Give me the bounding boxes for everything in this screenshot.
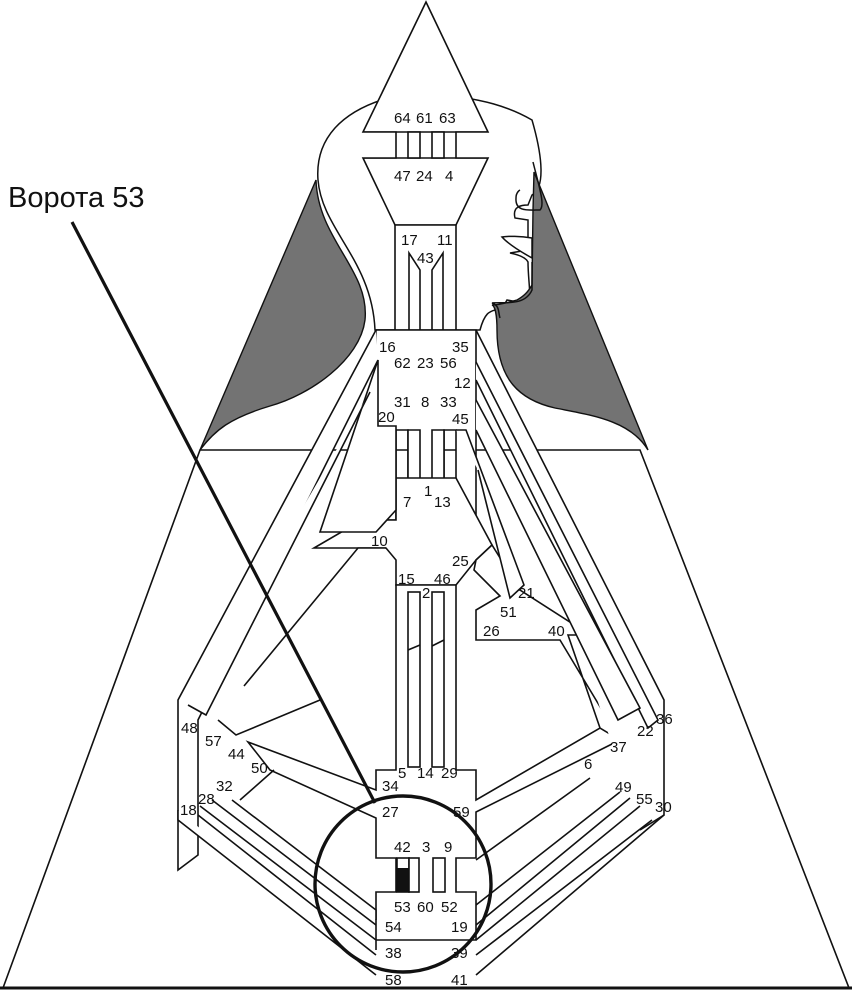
face-nose (515, 161, 543, 211)
gate-37: 37 (610, 739, 627, 756)
gate-1: 1 (424, 483, 432, 500)
gate-63: 63 (439, 110, 456, 127)
gate-28: 28 (198, 791, 215, 808)
gate-49: 49 (615, 779, 632, 796)
gate-43: 43 (417, 250, 434, 267)
gate-2: 2 (422, 585, 430, 602)
channel-20-57 (217, 547, 386, 736)
gate-31: 31 (394, 394, 411, 411)
gate-23: 23 (417, 355, 434, 372)
gate-4: 4 (445, 168, 453, 185)
gate-5: 5 (398, 765, 406, 782)
gate-20: 20 (378, 409, 395, 426)
gate-35: 35 (452, 339, 469, 356)
channel-60-3-box (408, 857, 420, 893)
gate-48: 48 (181, 720, 198, 737)
gate-45: 45 (452, 411, 469, 428)
channel-55-39 (475, 797, 641, 941)
gate-16: 16 (379, 339, 396, 356)
gate-51: 51 (500, 604, 517, 621)
gate-25: 25 (452, 553, 469, 570)
left-shoulder-shade (199, 179, 366, 451)
gate-64: 64 (394, 110, 411, 127)
gate-6: 6 (584, 756, 592, 773)
gate-44: 44 (228, 746, 245, 763)
gate-27: 27 (382, 804, 399, 821)
gate-54: 54 (385, 919, 402, 936)
gate-62: 62 (394, 355, 411, 372)
gate-33: 33 (440, 394, 457, 411)
channel-49-19 (475, 777, 621, 906)
gate-34: 34 (382, 778, 399, 795)
right-shoulder-shade (491, 171, 649, 451)
gate-29: 29 (441, 765, 458, 782)
gate-41: 41 (451, 972, 468, 989)
callout-label: Ворота 53 (8, 182, 145, 214)
channel-2-14 (407, 639, 445, 651)
gate-15: 15 (398, 571, 415, 588)
gate-13: 13 (434, 494, 451, 511)
head-center (361, 0, 490, 133)
gate-8: 8 (421, 394, 429, 411)
channel-52-9-box (432, 857, 446, 893)
gate-11: 11 (437, 232, 453, 249)
gate-32: 32 (216, 778, 233, 795)
gate-38: 38 (385, 945, 402, 962)
gate-12: 12 (454, 375, 471, 392)
callout-pointer-line (70, 221, 377, 804)
channel-48-bar (187, 391, 371, 717)
gate-61: 61 (416, 110, 433, 127)
gate-17: 17 (401, 232, 418, 249)
gate-60: 60 (417, 899, 434, 916)
gate-21: 21 (518, 585, 535, 602)
channel-15-5 (407, 591, 421, 768)
gate-30: 30 (655, 799, 672, 816)
gate-36: 36 (656, 711, 673, 728)
highlight-circle (313, 794, 493, 974)
gate-7: 7 (403, 494, 411, 511)
gate-53-bar (397, 868, 409, 892)
channel-30-41 (475, 814, 665, 976)
face-mouth (500, 235, 533, 260)
gate-14: 14 (417, 765, 434, 782)
channel-46-29 (431, 591, 445, 768)
gate-3: 3 (422, 839, 430, 856)
face-chin (491, 262, 533, 319)
channel-28-38 (199, 799, 377, 950)
channel-18-58 (177, 810, 377, 976)
gate-53: 53 (394, 899, 411, 916)
gate-46: 46 (434, 571, 451, 588)
channel-20-10 (318, 359, 397, 533)
head-ajna-channels (363, 131, 488, 159)
channel-32-54 (231, 769, 377, 920)
gate-18: 18 (180, 802, 197, 819)
gate-22: 22 (637, 723, 654, 740)
gate-55: 55 (636, 791, 653, 808)
gate-19: 19 (451, 919, 468, 936)
gate-47: 47 (394, 168, 411, 185)
gate-10: 10 (371, 533, 388, 550)
channel-45-21 (456, 429, 525, 600)
gate-50: 50 (251, 760, 268, 777)
gate-24: 24 (416, 168, 433, 185)
gate-56: 56 (440, 355, 457, 372)
gate-52: 52 (441, 899, 458, 916)
gate-58: 58 (385, 972, 402, 989)
channel-12-22 (475, 399, 642, 722)
gate-42: 42 (394, 839, 411, 856)
gate-57: 57 (205, 733, 222, 750)
gate-40: 40 (548, 623, 565, 640)
gate-9: 9 (444, 839, 452, 856)
gate-26: 26 (483, 623, 500, 640)
